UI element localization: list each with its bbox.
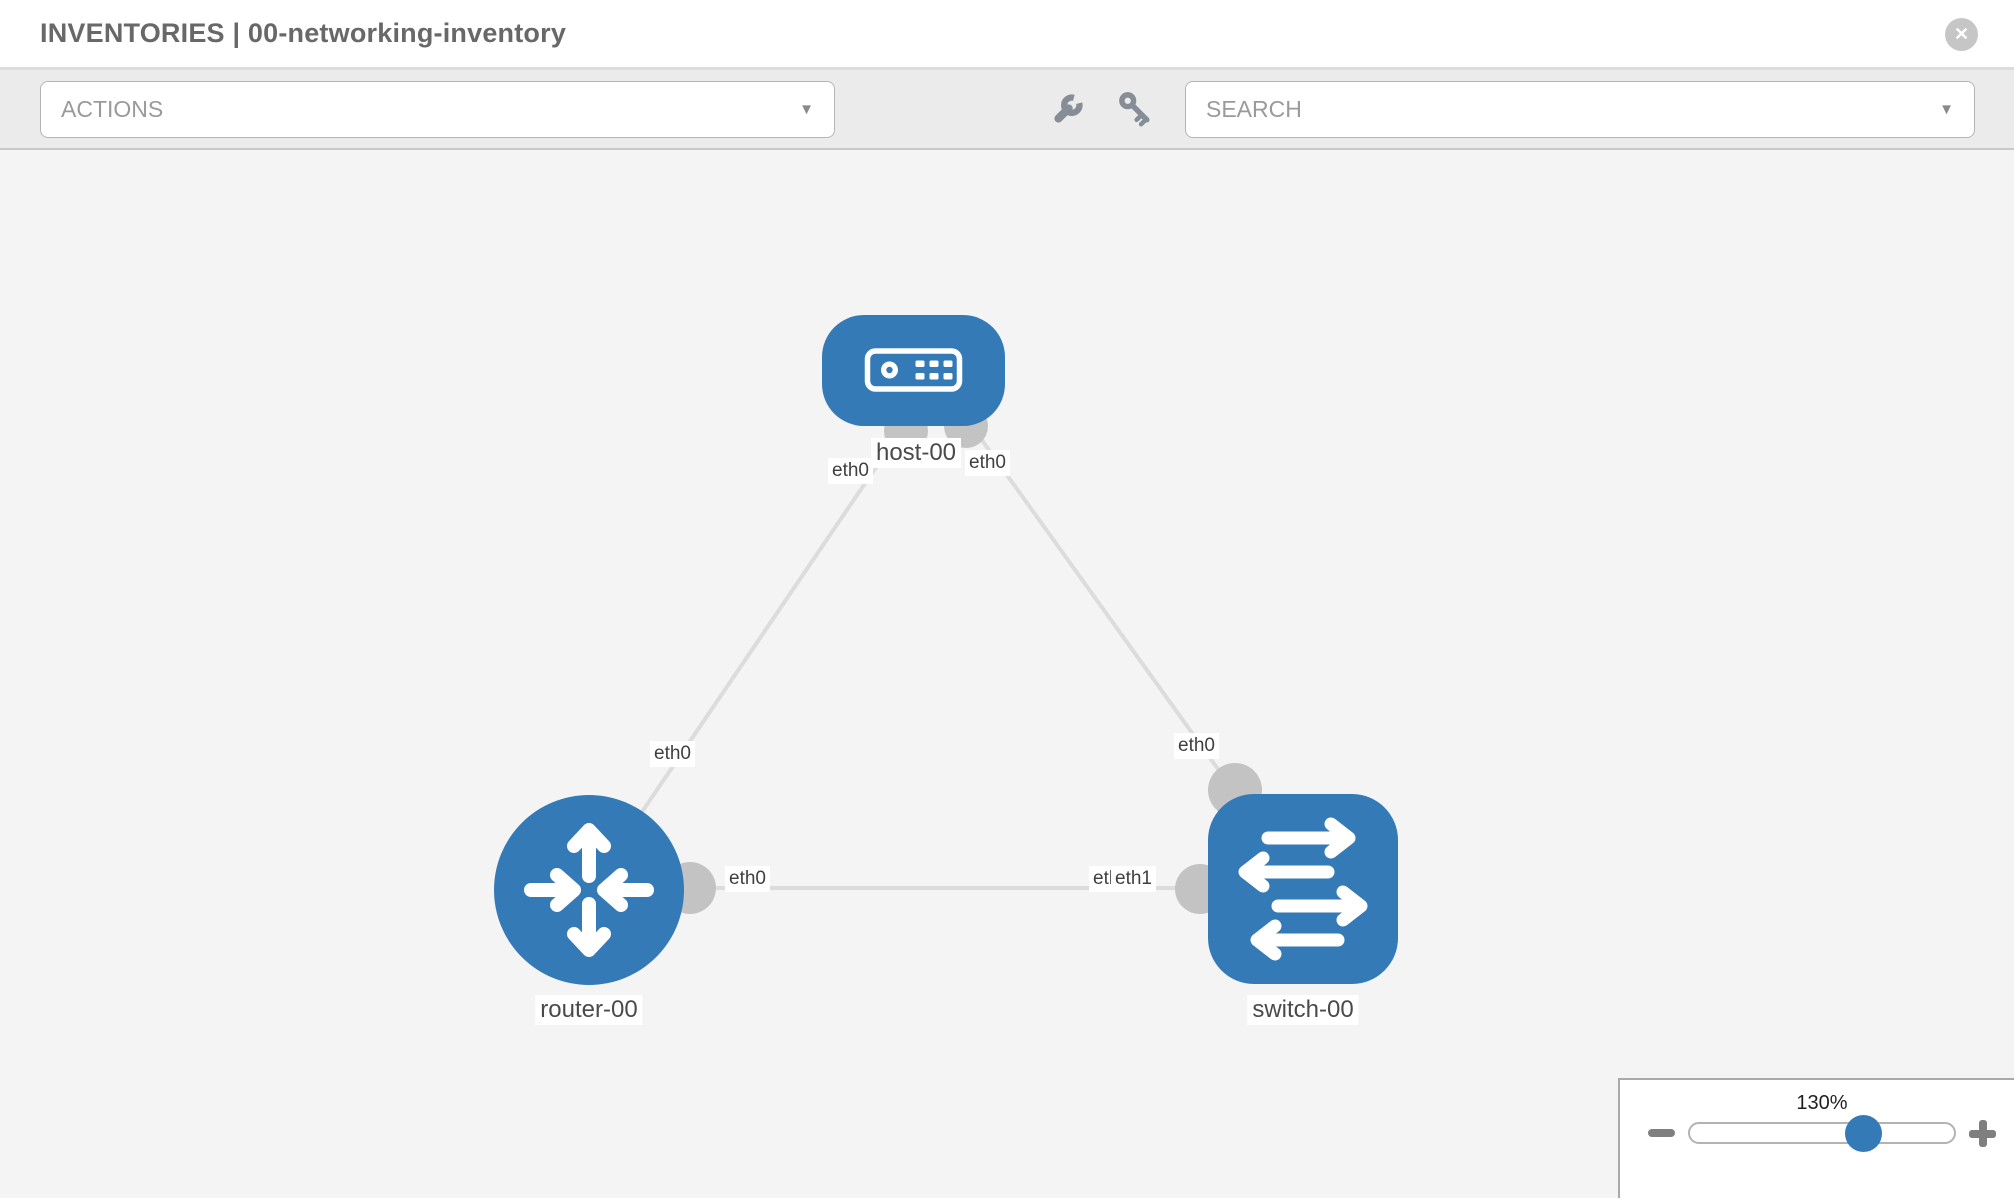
- zoom-slider-track[interactable]: [1688, 1122, 1956, 1144]
- chevron-down-icon: ▼: [799, 100, 814, 118]
- if-label-switch-eth1: eth1: [1111, 866, 1156, 892]
- if-label-router-eth0-up: eth0: [650, 741, 695, 767]
- key-icon[interactable]: [1116, 89, 1156, 129]
- node-host-00[interactable]: [822, 315, 1005, 426]
- interface-ports: [664, 404, 1262, 914]
- node-label-router-00: router-00: [535, 995, 643, 1025]
- if-label-router-eth0-mid: eth0: [725, 866, 770, 892]
- node-switch-00[interactable]: [1208, 794, 1398, 984]
- if-label-host-eth0-left: eth0: [828, 458, 873, 484]
- host-icon: [864, 348, 963, 392]
- toolbar: ACTIONS ▼ SEARCH ▼: [0, 70, 2014, 150]
- search-dropdown-label: SEARCH: [1206, 95, 1302, 122]
- actions-dropdown-label: ACTIONS: [61, 95, 164, 122]
- link-lines: [587, 416, 1303, 892]
- chevron-down-icon: ▼: [1939, 100, 1954, 118]
- node-router-00[interactable]: [494, 795, 684, 985]
- router-icon: [524, 823, 654, 957]
- page-title: INVENTORIES | 00-networking-inventory: [40, 18, 567, 48]
- zoom-percent: 130%: [1796, 1092, 1848, 1114]
- switch-icon: [1238, 817, 1368, 961]
- zoom-slider-thumb[interactable]: [1845, 1115, 1882, 1152]
- wrench-icon[interactable]: [1048, 89, 1088, 129]
- topology-canvas[interactable]: eth0 eth0 eth0 eth0 eth0 eth0 eth1 host-…: [0, 150, 2014, 1198]
- zoom-out-minus-icon[interactable]: [1648, 1129, 1675, 1137]
- link-host-switch: [964, 416, 1235, 792]
- actions-dropdown[interactable]: ACTIONS ▼: [40, 80, 835, 138]
- zoom-panel: 130%: [1618, 1078, 2014, 1198]
- panel-header: INVENTORIES | 00-networking-inventory ✕: [0, 0, 2014, 70]
- search-dropdown[interactable]: SEARCH ▼: [1185, 80, 1975, 138]
- node-label-switch-00: switch-00: [1247, 995, 1359, 1025]
- close-icon[interactable]: ✕: [1945, 18, 1978, 51]
- node-label-host-00: host-00: [870, 438, 962, 468]
- zoom-in-plus-icon[interactable]: [1969, 1120, 1996, 1147]
- if-label-switch-eth0-up: eth0: [1174, 733, 1219, 759]
- if-label-host-eth0-right: eth0: [965, 450, 1010, 476]
